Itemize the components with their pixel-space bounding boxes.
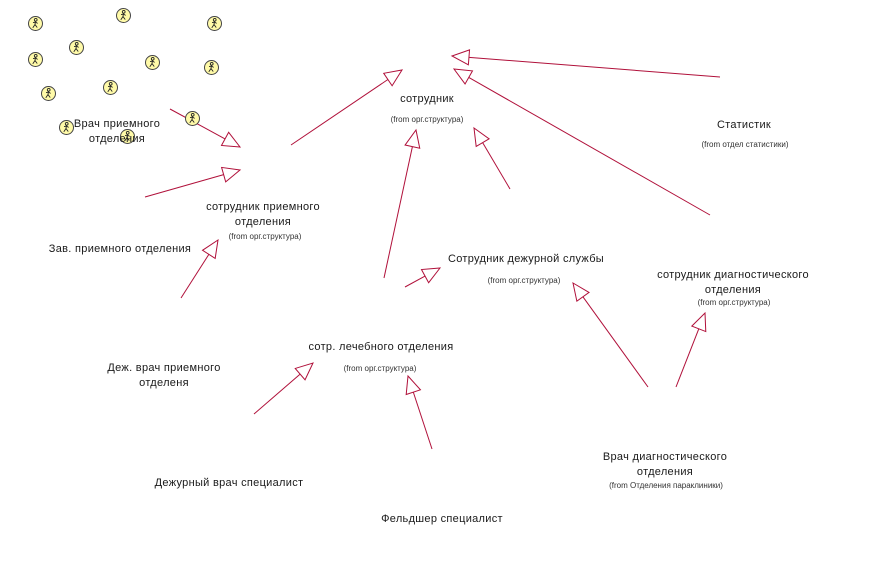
generalization-line (482, 142, 511, 190)
generalization-arrowhead (405, 374, 422, 396)
generalization-arrowhead (450, 49, 471, 66)
generalization-arrowhead (690, 311, 707, 333)
walking-person-icon (189, 112, 195, 123)
generalization-feldsher-to-lechebnogo[interactable] (405, 374, 433, 450)
node-diagnosticheskogo-from: (from орг.структура) (697, 298, 771, 307)
generalization-dezhurnoy-sluzhby-to-sotrudnik[interactable] (473, 126, 511, 190)
node-sotrudnik-priemnogo[interactable]: сотрудник приемного отделения (206, 201, 320, 228)
generalization-dezh-vrach-priemnogo-to-sotrudnik-priemnogo[interactable] (180, 238, 219, 299)
generalization-arrowhead (382, 69, 404, 87)
node-statistik-from: (from отдел статистики) (701, 140, 789, 149)
node-dezhurnoy-sluzhby-from: (from орг.структура) (487, 276, 561, 285)
generalization-arrowhead (572, 281, 590, 303)
generalization-vrach-priemnogo-to-sotrudnik-priemnogo[interactable] (169, 108, 242, 148)
generalization-line (144, 174, 224, 198)
walking-person-icon (120, 9, 126, 20)
generalization-arrowhead (220, 166, 242, 183)
node-lechebnogo-from: (from орг.структура) (343, 364, 417, 373)
generalization-sotrudnik-priemnogo-to-sotrudnik[interactable] (290, 69, 404, 146)
actor-icon[interactable] (145, 55, 160, 70)
generalization-arrowhead (294, 362, 314, 381)
generalization-vrach-diagnosticheskogo-to-dezhurnoy-sluzhby[interactable] (572, 281, 649, 388)
generalization-arrowhead (473, 126, 491, 148)
node-sotrudnik[interactable]: сотрудник (400, 93, 454, 105)
actor-icon[interactable] (69, 40, 84, 55)
generalization-line (468, 56, 721, 78)
actor-icon[interactable] (28, 52, 43, 67)
walking-person-icon (45, 87, 51, 98)
actor-icon[interactable] (41, 86, 56, 101)
actor-icon[interactable] (116, 8, 131, 23)
node-dezhurny-specialist[interactable]: Дежурный врач специалист (154, 477, 304, 489)
node-vrach-diagnosticheskogo-from: (from Отделения параклиники) (609, 481, 723, 490)
generalization-line (290, 79, 389, 146)
generalization-arrowhead (420, 267, 442, 284)
generalization-line (404, 275, 426, 288)
node-vrach-priemnogo[interactable]: Врач приемного отделения (73, 118, 161, 145)
walking-person-icon (73, 41, 79, 52)
actor-icon[interactable] (207, 16, 222, 31)
generalization-lechebnogo-to-dezhurnoy-sluzhby[interactable] (404, 267, 442, 288)
generalization-line (412, 391, 433, 450)
node-lechebnogo[interactable]: сотр. лечебного отделения (308, 341, 454, 353)
actor-icon[interactable] (120, 129, 135, 144)
walking-person-icon (63, 121, 69, 132)
walking-person-icon (211, 17, 217, 28)
generalization-dezhurny-specialist-to-lechebnogo[interactable] (253, 362, 314, 415)
walking-person-icon (32, 17, 38, 28)
walking-person-icon (107, 81, 113, 92)
node-sotrudnik-from: (from орг.структура) (390, 115, 464, 124)
node-zav-priemnogo[interactable]: Зав. приемного отделения (48, 243, 192, 255)
node-sotrudnik-priemnogo-from: (from орг.структура) (228, 232, 302, 241)
actor-icon[interactable] (204, 60, 219, 75)
node-dezh-vrach-priemnogo[interactable]: Деж. врач приемного отделеня (107, 362, 221, 389)
walking-person-icon (32, 53, 38, 64)
walking-person-icon (149, 56, 155, 67)
node-dezhurnoy-sluzhby[interactable]: Сотрудник дежурной службы (447, 253, 605, 265)
walking-person-icon (208, 61, 214, 72)
generalization-arrowhead (404, 128, 421, 149)
actor-icon[interactable] (103, 80, 118, 95)
generalization-arrowhead (201, 238, 219, 260)
generalization-vrach-diagnosticheskogo-to-diagnosticheskogo[interactable] (675, 311, 707, 388)
actor-icon[interactable] (59, 120, 74, 135)
node-statistik[interactable]: Статистик (716, 119, 772, 131)
node-feldsher[interactable]: Фельдшер специалист (381, 513, 503, 525)
generalization-line (582, 296, 649, 388)
generalization-lechebnogo-to-sotrudnik[interactable] (383, 128, 421, 279)
actor-icon[interactable] (185, 111, 200, 126)
generalization-line (383, 146, 413, 279)
generalization-line (253, 373, 301, 415)
generalization-line (180, 254, 210, 299)
node-diagnosticheskogo[interactable]: сотрудник диагностического отделения (657, 269, 809, 296)
actor-icon[interactable] (28, 16, 43, 31)
generalization-zav-priemnogo-to-sotrudnik-priemnogo[interactable] (144, 166, 242, 198)
generalization-arrowhead (220, 131, 242, 148)
generalization-diagnosticheskogo-to-sotrudnik[interactable] (452, 68, 711, 216)
generalization-statistik-to-sotrudnik[interactable] (450, 49, 721, 78)
generalization-line (675, 328, 700, 388)
generalization-line (468, 76, 711, 216)
node-vrach-diagnosticheskogo[interactable]: Врач диагностического отделения (602, 451, 728, 478)
walking-person-icon (124, 130, 130, 141)
generalization-arrowhead (452, 68, 474, 85)
